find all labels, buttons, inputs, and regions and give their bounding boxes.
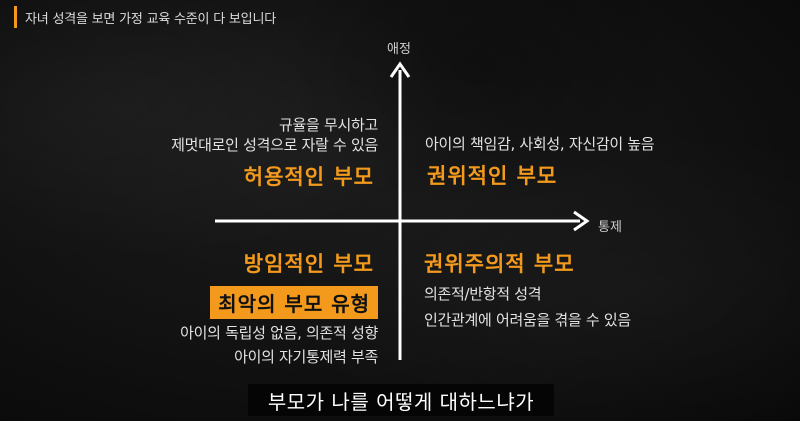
quadrant-permissive: 규율을 무시하고 제멋대로인 성격으로 자랄 수 있음 허용적인 부모 bbox=[88, 115, 378, 191]
quadrant-desc-line: 인간관계에 어려움을 겪을 수 있음 bbox=[424, 311, 631, 329]
quadrant-title: 방임적인 부모 bbox=[243, 252, 374, 276]
axis-label-affection: 애정 bbox=[387, 42, 411, 57]
quadrant-authoritarian: 권위주의적 부모 의존적/반항적 성격 인간관계에 어려움을 겪을 수 있음 bbox=[420, 248, 750, 330]
worst-type-badge: 최악의 부모 유형 bbox=[210, 286, 378, 319]
topic-header: 자녀 성격을 보면 가정 교육 수준이 다 보입니다 bbox=[14, 6, 276, 28]
axis-label-control: 통제 bbox=[598, 220, 622, 235]
vertical-axis-arrow-icon bbox=[389, 61, 411, 78]
quadrant-desc-line: 의존적/반항적 성격 bbox=[424, 285, 542, 303]
quadrant-authoritative: 아이의 책임감, 사회성, 자신감이 높음 권위적인 부모 bbox=[425, 134, 745, 190]
video-subtitle: 부모가 나를 어떻게 대하느냐가 bbox=[248, 384, 554, 416]
topic-text: 자녀 성격을 보면 가정 교육 수준이 다 보입니다 bbox=[25, 11, 276, 27]
quadrant-desc-line: 제멋대로인 성격으로 자랄 수 있음 bbox=[171, 136, 378, 154]
quadrant-title: 허용적인 부모 bbox=[243, 165, 374, 189]
quadrant-title: 권위주의적 부모 bbox=[424, 252, 575, 276]
quadrant-neglectful: 방임적인 부모 최악의 부모 유형 아이의 독립성 없음, 의존적 성향 아이의… bbox=[120, 248, 378, 367]
subtitle-text: 부모가 나를 어떻게 대하느냐가 bbox=[267, 389, 535, 414]
topic-accent-bar bbox=[14, 6, 17, 28]
quadrant-desc-line: 아이의 자기통제력 부족 bbox=[234, 348, 378, 366]
quadrant-desc-line: 아이의 독립성 없음, 의존적 성향 bbox=[180, 324, 378, 342]
quadrant-desc-line: 규율을 무시하고 bbox=[279, 116, 378, 134]
quadrant-desc-line: 아이의 책임감, 사회성, 자신감이 높음 bbox=[425, 135, 655, 153]
horizontal-axis-arrow-icon bbox=[573, 210, 590, 232]
quadrant-title: 권위적인 부모 bbox=[427, 164, 558, 188]
